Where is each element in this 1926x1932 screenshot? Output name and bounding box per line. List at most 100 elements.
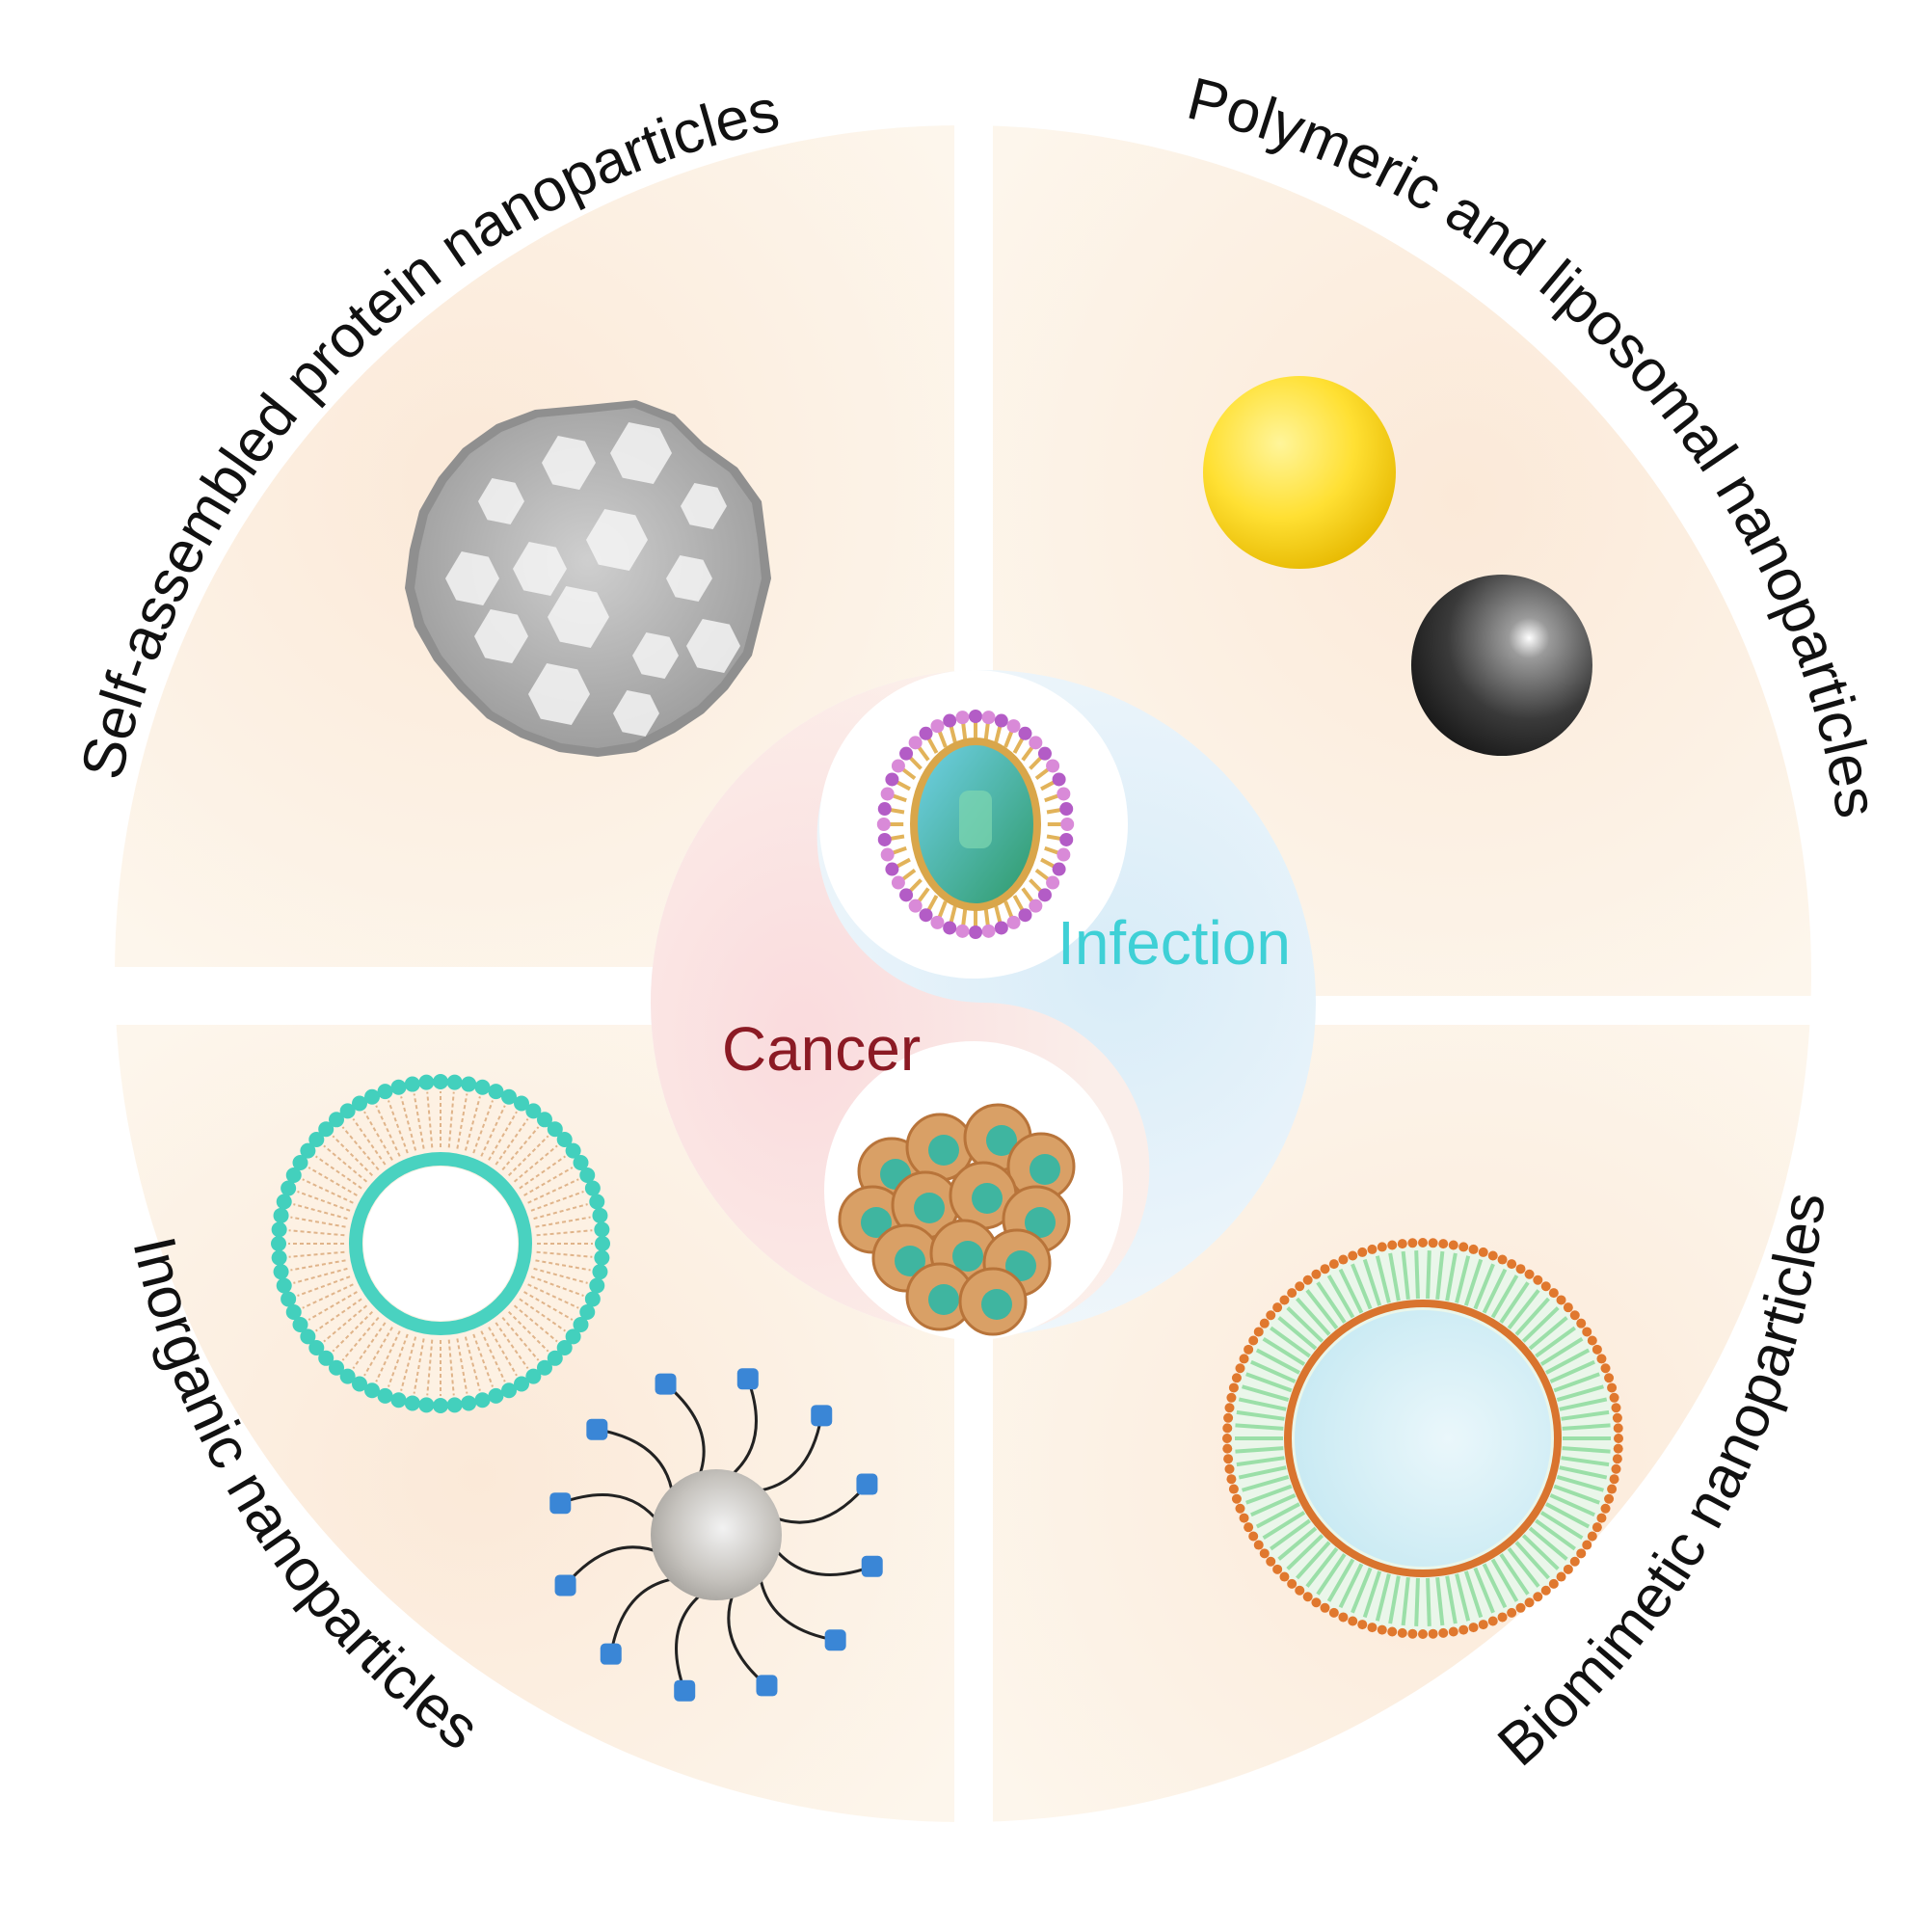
virus-spike-head <box>1029 899 1043 913</box>
lipid-tail <box>447 1339 455 1396</box>
virus-spike-head <box>880 847 895 862</box>
membrane-protein <box>1549 1493 1595 1517</box>
membrane-protein <box>1375 1573 1391 1622</box>
membrane-head <box>1548 1288 1559 1299</box>
membrane-head <box>1272 1564 1283 1574</box>
membrane-protein <box>1426 1577 1431 1626</box>
lipid-tail <box>472 1333 494 1387</box>
tumor-cell-nucleus <box>928 1135 959 1166</box>
lipid-tail <box>297 1191 351 1212</box>
membrane-head <box>1540 1281 1551 1292</box>
membrane-protein <box>1490 1558 1519 1602</box>
lipid-head <box>579 1303 596 1320</box>
membrane-head <box>1367 1244 1378 1254</box>
lipid-tail <box>323 1304 368 1343</box>
membrane-head <box>1582 1540 1592 1550</box>
membrane-head <box>1563 1302 1573 1313</box>
lipid-tail <box>519 1298 566 1332</box>
membrane-protein <box>1235 1423 1284 1431</box>
membrane-head <box>1438 1239 1449 1249</box>
membrane-protein <box>1255 1348 1300 1375</box>
lipid-head <box>271 1221 287 1238</box>
membrane-head <box>1524 1269 1535 1279</box>
lipid-head <box>273 1264 289 1280</box>
membrane-head <box>1507 1607 1517 1618</box>
ligand-head <box>756 1675 778 1697</box>
membrane-protein <box>1455 1573 1471 1622</box>
membrane-protein <box>1463 1258 1484 1306</box>
ligand-chain <box>771 1545 873 1576</box>
ligand-head <box>674 1679 696 1702</box>
membrane-protein <box>1473 1567 1495 1614</box>
membrane-protein <box>1561 1456 1610 1467</box>
virus-spike-head <box>908 899 923 913</box>
virus-spike-head <box>1057 847 1071 862</box>
lipid-tail <box>302 1178 354 1204</box>
lipid-tail <box>341 1316 380 1361</box>
lipid-tail <box>352 1322 387 1369</box>
membrane-protein <box>1499 1553 1530 1596</box>
lipid-head <box>276 1194 292 1210</box>
lipid-head <box>589 1194 605 1210</box>
membrane-head <box>1235 1363 1245 1374</box>
tumor-cell-nucleus <box>1025 1207 1056 1238</box>
membrane-head <box>1497 1254 1508 1265</box>
lipid-tail <box>290 1259 346 1272</box>
membrane-head <box>1259 1318 1270 1328</box>
membrane-head <box>1592 1522 1602 1533</box>
liposome-bilayer-icon <box>271 1074 610 1413</box>
membrane-protein <box>1296 1541 1331 1580</box>
protein-subunit <box>513 542 567 596</box>
lipid-head <box>318 1121 334 1138</box>
ligand-chain <box>597 1428 675 1497</box>
protein-subunit <box>686 619 740 673</box>
membrane-protein <box>1338 1563 1364 1609</box>
protein-subunit <box>474 609 528 663</box>
membrane-head <box>1259 1548 1270 1559</box>
membrane-head <box>1556 1295 1566 1305</box>
protein-subunit <box>586 509 648 571</box>
membrane-protein <box>1338 1268 1364 1314</box>
infection-label: Infection <box>1057 908 1291 978</box>
membrane-protein <box>1305 1547 1339 1588</box>
membrane-protein <box>1401 1250 1410 1301</box>
lipid-head <box>474 1392 491 1409</box>
membrane-head <box>1612 1412 1622 1423</box>
lipid-head <box>547 1350 563 1366</box>
membrane-protein <box>1351 1263 1373 1310</box>
membrane-protein <box>1539 1511 1584 1541</box>
membrane-protein <box>1482 1268 1508 1314</box>
lipid-tail <box>332 1311 373 1353</box>
membrane-protein <box>1362 1258 1382 1306</box>
membrane-protein <box>1545 1348 1591 1375</box>
membrane-head <box>1607 1484 1618 1494</box>
membrane-head <box>1244 1522 1254 1533</box>
membrane-head <box>1596 1354 1607 1364</box>
membrane-head <box>1604 1373 1615 1383</box>
lipid-head <box>339 1103 356 1119</box>
protein-cage-nanoparticle-icon <box>405 400 771 757</box>
virus-spike-head <box>1060 818 1075 831</box>
lipid-head <box>339 1368 356 1384</box>
lipid-tail <box>535 1216 591 1228</box>
membrane-head <box>1222 1423 1233 1434</box>
protein-subunit <box>528 663 590 725</box>
ligand-head <box>861 1555 883 1577</box>
membrane-head <box>1487 1250 1498 1261</box>
membrane-protein <box>1545 1502 1591 1529</box>
membrane-head <box>1448 1626 1458 1637</box>
virus-spike-head <box>943 713 957 728</box>
membrane-head <box>1548 1578 1559 1589</box>
lipid-tail <box>527 1283 579 1309</box>
lipid-tail <box>523 1167 574 1196</box>
membrane-head <box>1223 1412 1234 1423</box>
virus-spike-head <box>1059 802 1074 817</box>
virus-spike-head <box>885 772 899 787</box>
membrane-head <box>1613 1443 1623 1454</box>
virus-spike-head <box>994 921 1008 935</box>
membrane-head <box>1596 1513 1607 1523</box>
lipid-head <box>281 1291 297 1307</box>
protein-subunit <box>445 551 499 605</box>
lipid-head <box>536 1112 552 1128</box>
